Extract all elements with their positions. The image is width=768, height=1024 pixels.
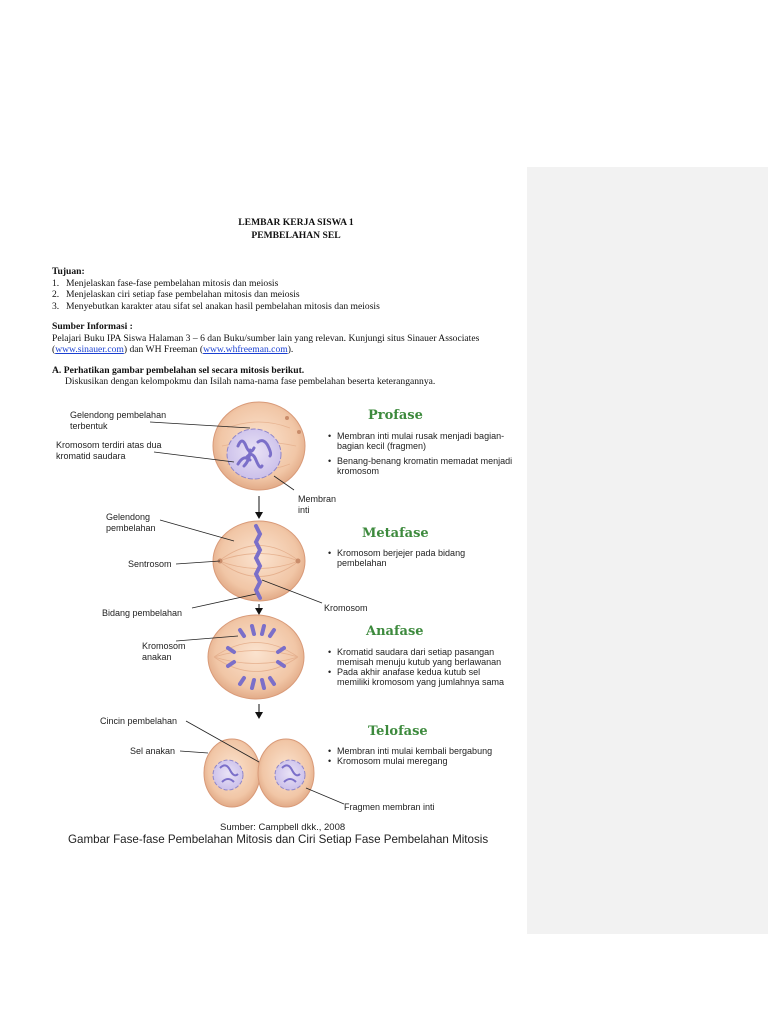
label-fragmen: Fragmen membran inti <box>344 802 435 812</box>
tujuan-heading: Tujuan: <box>52 266 85 277</box>
sumber-text: Pelajari Buku IPA Siswa Halaman 3 – 6 da… <box>52 332 480 356</box>
label-gelendong: Gelendong pembelahan <box>106 512 156 533</box>
figure-source: Sumber: Campbell dkk., 2008 <box>220 822 346 833</box>
sinauer-link[interactable]: www.sinauer.com <box>55 344 124 355</box>
mitosis-diagram <box>149 401 345 808</box>
worksheet-subtitle: PEMBELAHAN SEL <box>251 230 341 241</box>
whfreeman-link[interactable]: www.whfreeman.com <box>203 344 288 355</box>
list-item: 1.Menjelaskan fase-fase pembelahan mitos… <box>52 277 279 289</box>
section-a-heading: A. Perhatikan gambar pembelahan sel seca… <box>52 364 305 376</box>
anafase-bullets: •Kromatid saudara dari setiap pasangan m… <box>328 647 505 687</box>
label-kromosom-kromatid: Kromosom terdiri atas dua kromatid sauda… <box>56 440 162 461</box>
prophase-cell <box>212 401 306 491</box>
section-a-instruction: Diskusikan dengan kelompokmu dan Isilah … <box>65 376 436 387</box>
document-body: LEMBAR KERJA SISWA 1 PEMBELAHAN SEL Tuju… <box>52 216 520 388</box>
phase-title-metafase: Metafase <box>362 526 429 541</box>
label-gelendong-terbentuk: Gelendong pembelahan terbentuk <box>70 410 167 431</box>
anaphase-cell <box>207 614 305 700</box>
label-sel-anakan: Sel anakan <box>130 746 176 756</box>
sumber-heading: Sumber Informasi : <box>52 321 133 332</box>
metafase-bullets: •Kromosom berjejer pada bidang pembelaha… <box>328 548 466 568</box>
figure-caption: Gambar Fase-fase Pembelahan Mitosis dan … <box>68 833 489 846</box>
telophase-cells <box>203 738 315 808</box>
label-bidang: Bidang pembelahan <box>102 608 183 618</box>
tujuan-list: 1.Menjelaskan fase-fase pembelahan mitos… <box>52 278 520 313</box>
phase-title-anafase: Anafase <box>366 624 424 639</box>
label-membran-inti: Membran inti <box>298 494 337 515</box>
list-item: 2.Menjelaskan ciri setiap fase pembelaha… <box>52 289 300 300</box>
phase-title-telofase: Telofase <box>368 724 428 739</box>
label-cincin: Cincin pembelahan <box>100 716 178 726</box>
metaphase-cell <box>212 520 306 602</box>
phase-title-profase: Profase <box>368 408 423 423</box>
mitosis-figure: Gelendong pembelahan terbentuk Kromosom … <box>56 398 524 850</box>
comment-margin <box>527 167 768 934</box>
worksheet-title: LEMBAR KERJA SISWA 1 <box>238 217 354 228</box>
telofase-bullets: •Membran inti mulai kembali bergabung •K… <box>328 746 493 766</box>
label-kromosom-anakan: Kromosom anakan <box>142 641 186 662</box>
list-item: 3.Menyebutkan karakter atau sifat sel an… <box>52 300 380 312</box>
profase-bullets: •Membran inti mulai rusak menjadi bagian… <box>328 431 513 476</box>
label-sentrosom: Sentrosom <box>128 559 172 569</box>
label-kromosom: Kromosom <box>324 603 368 613</box>
